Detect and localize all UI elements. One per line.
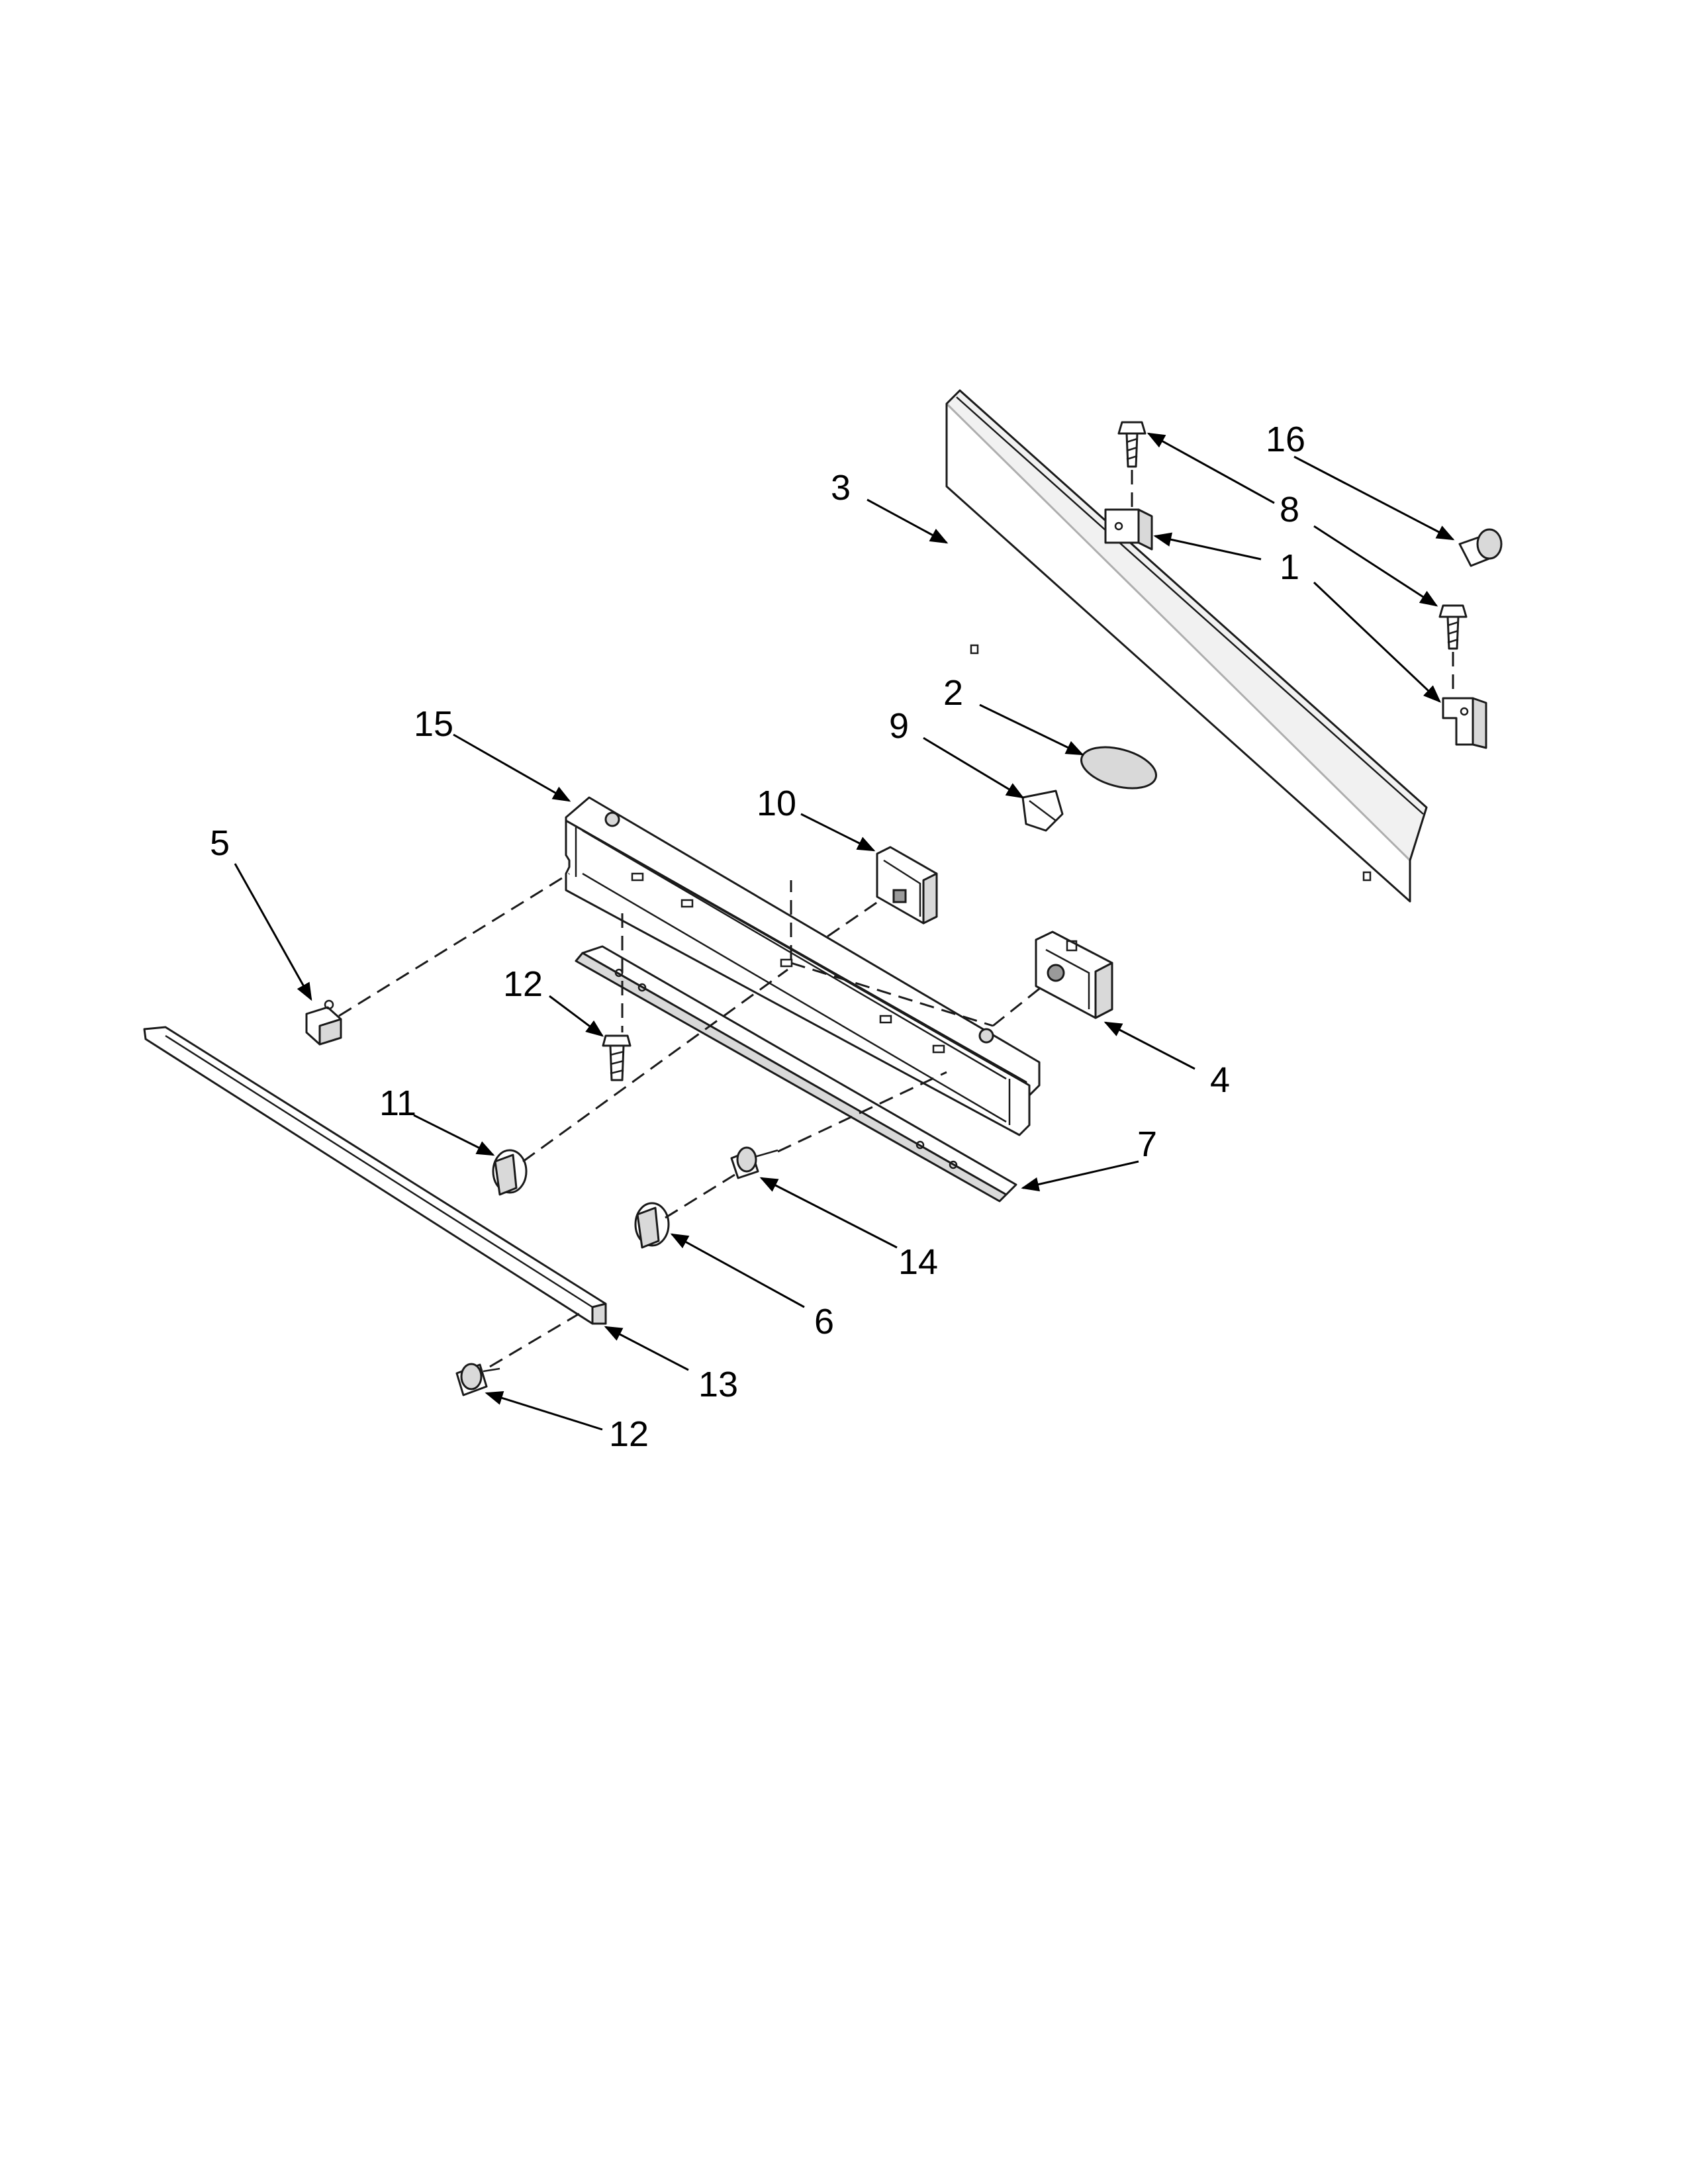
- small-block: [305, 999, 342, 1046]
- leader-2: [979, 704, 1084, 756]
- assembly-line: [827, 899, 881, 938]
- right-switch: [1035, 931, 1113, 1019]
- right-screw: [1438, 604, 1468, 650]
- callout-2: 2: [943, 673, 963, 713]
- callout-12: 12: [503, 964, 543, 1004]
- mounting-strip: [575, 945, 1017, 1203]
- callout-15: 15: [414, 704, 453, 744]
- leader-3: [867, 498, 949, 544]
- upper-switch: [876, 846, 938, 925]
- leader-14: [759, 1177, 898, 1249]
- assembly-line: [522, 968, 788, 1163]
- upper-knob: [492, 1149, 528, 1196]
- leader-11: [413, 1114, 495, 1156]
- leader-7: [1021, 1160, 1139, 1192]
- leader-15: [453, 733, 571, 802]
- leader-10: [800, 813, 876, 852]
- upper-left-screw: [1117, 421, 1147, 468]
- leader-12a: [549, 995, 604, 1037]
- callout-1: 1: [1280, 547, 1299, 587]
- callout-8: 8: [1280, 490, 1299, 529]
- callout-6: 6: [814, 1302, 834, 1342]
- leader-5: [234, 863, 312, 1001]
- leader-13: [604, 1326, 689, 1371]
- callout-5: 5: [210, 823, 230, 863]
- callout-9: 9: [889, 706, 909, 746]
- callout-10: 10: [757, 784, 796, 823]
- callout-12: 12: [609, 1414, 649, 1454]
- frame-screw: [602, 1034, 632, 1081]
- assembly-line: [992, 985, 1043, 1027]
- leader-9: [923, 737, 1025, 799]
- assembly-line: [489, 1312, 580, 1368]
- bumper: [1458, 528, 1503, 567]
- right-bracket: [1442, 697, 1487, 749]
- leader-8b: [1313, 525, 1438, 607]
- assembly-line: [665, 1173, 735, 1219]
- leader-1a: [1153, 532, 1262, 561]
- leader-4: [1103, 1021, 1196, 1070]
- assembly-line: [790, 962, 994, 1027]
- lower-knob: [634, 1202, 670, 1249]
- callout-14: 14: [898, 1242, 938, 1282]
- assembly-line: [777, 1071, 947, 1153]
- leader-6: [670, 1233, 805, 1308]
- leader-16: [1293, 455, 1455, 541]
- oval-badge: [1080, 746, 1157, 790]
- upper-left-bracket: [1104, 508, 1153, 551]
- callout-3: 3: [831, 468, 851, 508]
- leader-12b: [485, 1390, 603, 1431]
- panel-clip: [1021, 790, 1064, 832]
- leader-8a: [1147, 432, 1275, 504]
- knob-screw: [730, 1146, 778, 1179]
- leader-1b: [1313, 581, 1441, 703]
- console-back-panel: [945, 389, 1428, 903]
- callout-13: 13: [698, 1365, 738, 1404]
- long-trim-bar: [143, 1026, 607, 1325]
- trim-screw: [455, 1363, 500, 1396]
- assembly-line: [338, 872, 570, 1017]
- callout-16: 16: [1266, 420, 1305, 459]
- callout-7: 7: [1137, 1124, 1157, 1164]
- callout-11: 11: [379, 1083, 416, 1123]
- callout-4: 4: [1210, 1060, 1230, 1100]
- control-panel-frame: [565, 796, 1041, 1136]
